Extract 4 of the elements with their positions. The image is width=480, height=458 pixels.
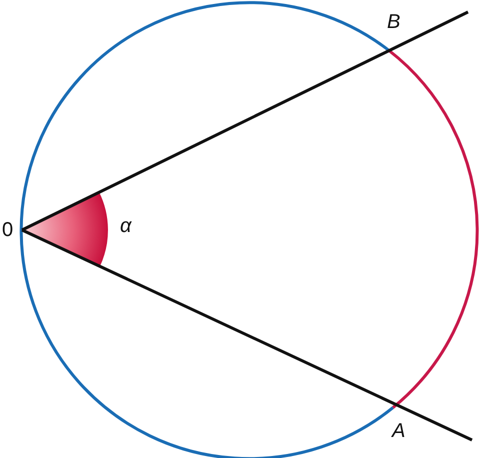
angle-label: α (120, 216, 132, 236)
point-label: A (392, 421, 406, 441)
point-label: 0 (2, 220, 14, 240)
point-label: B (387, 12, 400, 32)
